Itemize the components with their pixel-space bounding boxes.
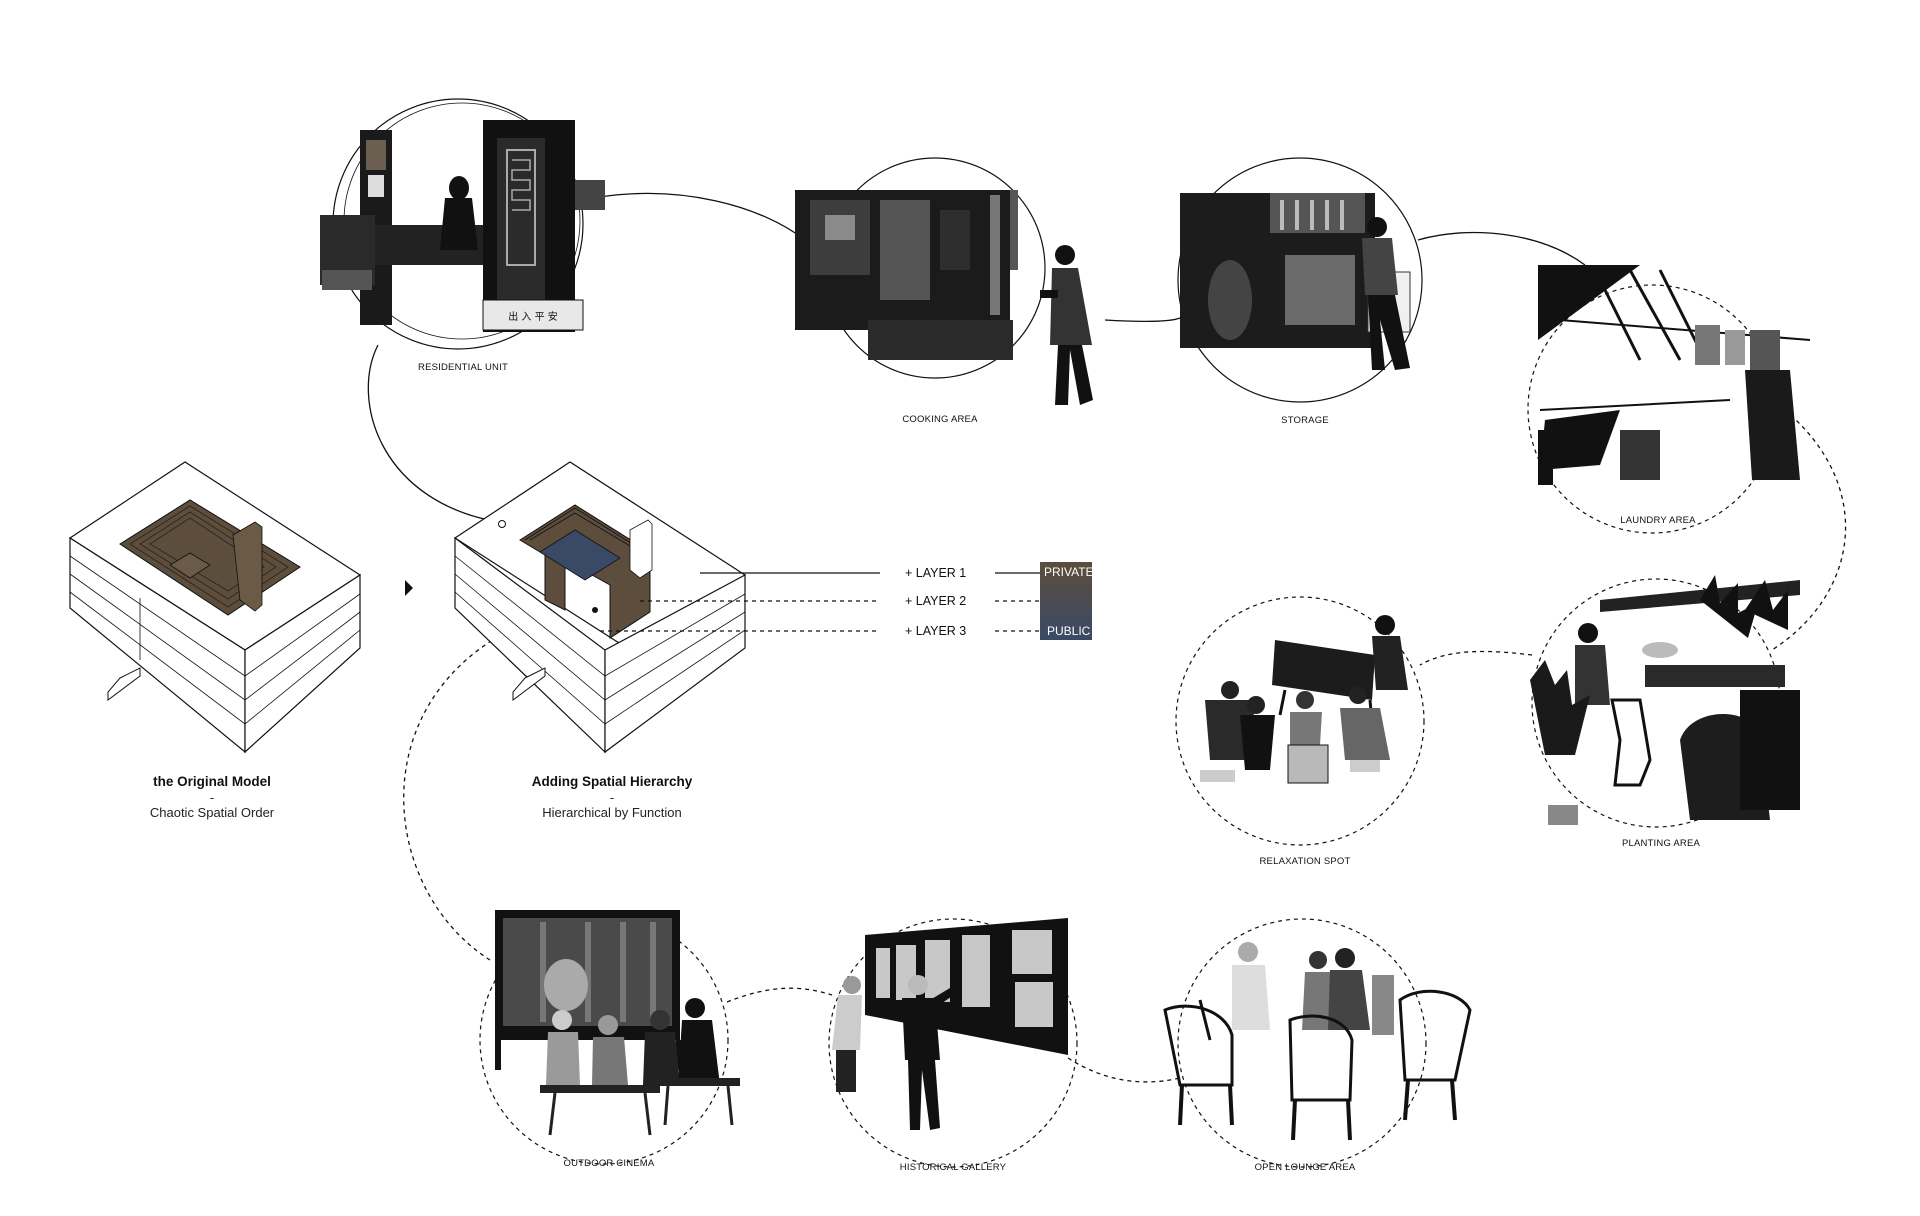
planting-area-label: PLANTING AREA — [1622, 838, 1701, 849]
cooking-photo — [795, 190, 1093, 405]
lounge-ring — [1177, 918, 1427, 1168]
laundry-photo — [1538, 265, 1811, 485]
hierarchy-model-subtitle: Hierarchical by Function — [542, 805, 681, 820]
storage-vignette: STORAGE — [1177, 157, 1423, 426]
path-residential-to-hierarchy — [367, 344, 506, 524]
gallery-ring — [828, 918, 1078, 1168]
outdoor-cinema-label: OUTDOOR CINEMA — [564, 1158, 655, 1169]
laundry-area-vignette: LAUNDRY AREA — [1527, 265, 1811, 534]
hierarchy-model-dash: - — [610, 790, 614, 805]
path-gallery-to-lounge — [1067, 1057, 1181, 1083]
residential-unit-label: RESIDENTIAL UNIT — [418, 362, 508, 373]
open-lounge-area-vignette: OPEN LOUNGE AREA — [1163, 918, 1472, 1173]
connection-paths — [367, 192, 1847, 1083]
lounge-photo — [1163, 942, 1472, 1141]
original-model-caption: the Original Model - Chaotic Spatial Ord… — [150, 774, 275, 820]
public-label: PUBLIC — [1047, 624, 1091, 638]
planting-area-vignette: PLANTING AREA — [1530, 575, 1800, 849]
layer-1-label: + LAYER 1 — [905, 566, 966, 580]
historical-gallery-label: HISTORICAL GALLERY — [900, 1162, 1007, 1173]
open-lounge-area-label: OPEN LOUNGE AREA — [1255, 1162, 1356, 1173]
layer-legend: + LAYER 1 + LAYER 2 + LAYER 3 PRIVATE PU… — [600, 562, 1094, 640]
original-model-title: the Original Model — [153, 774, 271, 789]
laundry-area-label: LAUNDRY AREA — [1620, 515, 1696, 526]
relaxation-spot-vignette: RELAXATION SPOT — [1175, 596, 1425, 867]
cinema-photo — [495, 910, 740, 1136]
relaxation-spot-label: RELAXATION SPOT — [1260, 856, 1351, 867]
storage-label: STORAGE — [1281, 415, 1329, 426]
path-hierarchy-to-cinema — [403, 624, 521, 961]
svg-text:出 入 平 安: 出 入 平 安 — [508, 310, 558, 323]
planting-photo — [1530, 575, 1800, 825]
storage-photo — [1180, 193, 1411, 370]
cooking-area-vignette: COOKING AREA — [795, 157, 1093, 425]
residential-unit-vignette: 出 入 平 安 RESIDENTIAL UNIT — [320, 98, 605, 373]
private-label: PRIVATE — [1044, 565, 1094, 579]
layer-3-label: + LAYER 3 — [905, 624, 966, 638]
path-cinema-to-gallery — [726, 987, 833, 1003]
cooking-area-label: COOKING AREA — [902, 414, 978, 425]
privacy-gradient-bar — [1040, 562, 1092, 640]
relaxation-ring — [1175, 596, 1425, 846]
residential-photo: 出 入 平 安 — [320, 120, 605, 332]
original-model-dash: - — [210, 790, 214, 805]
relaxation-photo — [1200, 615, 1408, 784]
hierarchy-model-axo — [453, 461, 747, 754]
layer-2-label: + LAYER 2 — [905, 594, 966, 608]
original-model-axo — [68, 461, 362, 754]
path-laundry-to-planting — [1771, 399, 1847, 651]
path-storage-to-laundry — [1417, 231, 1586, 266]
path-planting-to-relaxation — [1419, 650, 1533, 666]
gallery-photo — [832, 918, 1068, 1130]
historical-gallery-vignette: HISTORICAL GALLERY — [828, 918, 1078, 1173]
transition-arrow-icon — [405, 580, 413, 596]
original-model-subtitle: Chaotic Spatial Order — [150, 805, 275, 820]
storage-ring — [1177, 157, 1423, 403]
path-cooking-to-storage — [1104, 317, 1181, 322]
hierarchy-model-caption: Adding Spatial Hierarchy - Hierarchical … — [532, 774, 693, 820]
outdoor-cinema-vignette: OUTDOOR CINEMA — [479, 910, 740, 1169]
path-residential-to-cooking — [599, 192, 806, 241]
hierarchy-model-title: Adding Spatial Hierarchy — [532, 774, 693, 789]
